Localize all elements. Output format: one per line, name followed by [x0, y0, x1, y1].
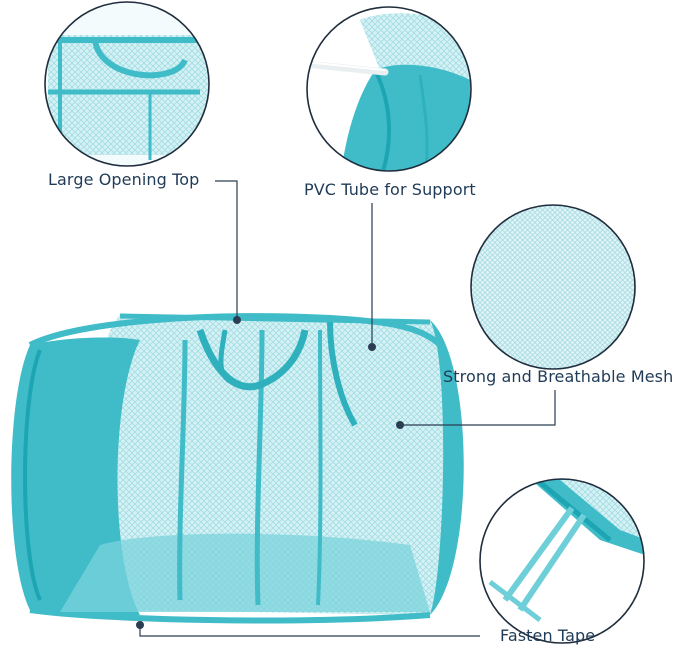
- laundry-hamper: [11, 313, 464, 629]
- label-fasten-tape: Fasten Tape: [500, 626, 596, 645]
- detail-circle-pvc-tube: [306, 6, 472, 172]
- detail-circle-mesh: [470, 204, 636, 370]
- leader-lines: [139, 180, 556, 637]
- label-strong-and-breathable-mesh: Strong and Breathable Mesh: [443, 367, 674, 386]
- detail-circle-opening-top: [44, 1, 210, 167]
- leader-line-fasten-tape: [139, 627, 480, 637]
- detail-circle-fasten-tape: [479, 478, 645, 644]
- leader-line-mesh: [402, 390, 556, 426]
- label-pvc-tube-for-support: PVC Tube for Support: [304, 180, 476, 199]
- label-large-opening-top: Large Opening Top: [48, 170, 200, 189]
- leader-line-opening-top: [215, 180, 238, 318]
